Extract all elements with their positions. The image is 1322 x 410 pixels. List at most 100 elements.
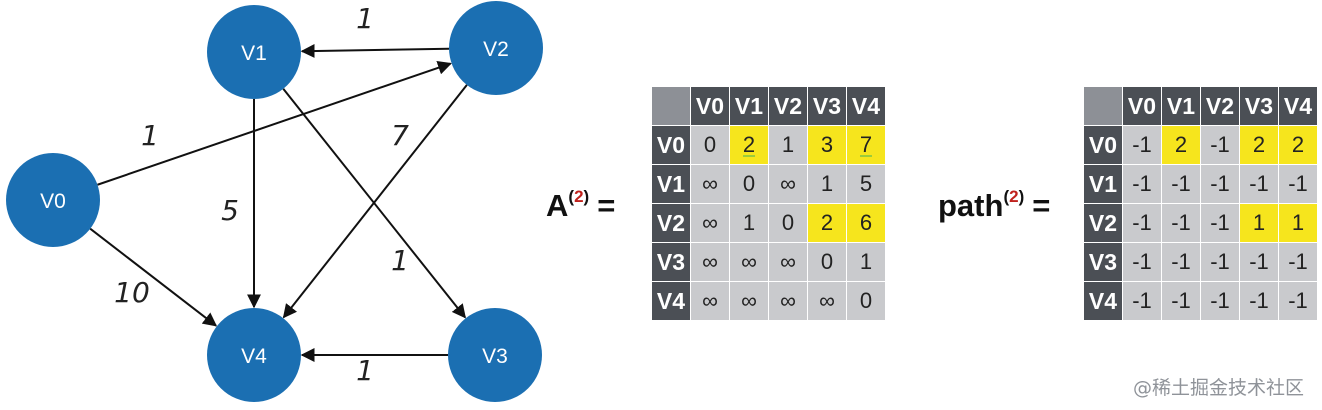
cell-value: -1 bbox=[1171, 288, 1191, 313]
table-cell: 0 bbox=[690, 125, 730, 165]
cell-value: -1 bbox=[1210, 249, 1230, 274]
table-cell: 0 bbox=[729, 164, 769, 204]
node-circle bbox=[448, 308, 542, 402]
column-header: V4 bbox=[846, 86, 886, 126]
cell-value: 3 bbox=[820, 132, 834, 157]
table-cell: 0 bbox=[846, 281, 886, 321]
cell-value: -1 bbox=[1171, 249, 1191, 274]
table-cell: -1 bbox=[1278, 164, 1318, 204]
table-cell: -1 bbox=[1239, 281, 1279, 321]
node-label: V3 bbox=[482, 345, 508, 368]
cell-value: ∞ bbox=[780, 249, 796, 274]
highlighted-cell: 2 bbox=[729, 125, 769, 165]
highlighted-cell: 6 bbox=[846, 203, 886, 243]
table-cell: -1 bbox=[1161, 164, 1201, 204]
cell-value: -1 bbox=[1210, 210, 1230, 235]
table-cell: -1 bbox=[1200, 242, 1240, 282]
table-cell: ∞ bbox=[690, 164, 730, 204]
edge-v0-v2 bbox=[97, 61, 452, 186]
table-cell: ∞ bbox=[768, 164, 808, 204]
edge-weight-v1-v4: 5 bbox=[221, 194, 239, 227]
table-cell: 0 bbox=[807, 242, 847, 282]
column-header: V1 bbox=[1161, 86, 1201, 126]
cell-value: -1 bbox=[1210, 288, 1230, 313]
cell-value: 2 bbox=[820, 210, 834, 235]
edge-v2-v4 bbox=[282, 84, 468, 319]
edge-weight-v1-v3: 1 bbox=[391, 244, 409, 277]
matrix-a-label: A(2)= bbox=[546, 187, 616, 223]
column-header: V0 bbox=[690, 86, 730, 126]
table-cell: ∞ bbox=[768, 242, 808, 282]
cell-value: 0 bbox=[781, 210, 795, 235]
cell-value: -1 bbox=[1288, 171, 1308, 196]
table-cell: -1 bbox=[1200, 281, 1240, 321]
cell-value: 2 bbox=[742, 132, 756, 157]
table-cell: -1 bbox=[1122, 281, 1162, 321]
highlighted-cell: 2 bbox=[1161, 125, 1201, 165]
table-cell: ∞ bbox=[690, 203, 730, 243]
table-cell: ∞ bbox=[729, 242, 769, 282]
corner-cell bbox=[651, 86, 691, 126]
node-v0: V0 bbox=[6, 153, 100, 247]
table-cell: -1 bbox=[1278, 242, 1318, 282]
cell-value: -1 bbox=[1132, 249, 1152, 274]
cell-value: -1 bbox=[1288, 288, 1308, 313]
cell-value: -1 bbox=[1249, 171, 1269, 196]
cell-value: ∞ bbox=[819, 288, 835, 313]
cell-value: -1 bbox=[1171, 210, 1191, 235]
cell-value: 1 bbox=[859, 249, 873, 274]
node-label: V4 bbox=[241, 345, 267, 368]
cell-value: ∞ bbox=[702, 288, 718, 313]
cell-value: 1 bbox=[1291, 210, 1305, 235]
edge-v1-v3 bbox=[282, 88, 466, 319]
row-header: V2 bbox=[1083, 203, 1123, 243]
cell-value: ∞ bbox=[780, 171, 796, 196]
cell-value: ∞ bbox=[741, 249, 757, 274]
table-cell: -1 bbox=[1200, 125, 1240, 165]
row-header: V2 bbox=[651, 203, 691, 243]
table-cell: -1 bbox=[1239, 164, 1279, 204]
edge-weight-v0-v4: 10 bbox=[114, 276, 150, 309]
cell-value: ∞ bbox=[780, 288, 796, 313]
cell-value: 2 bbox=[1291, 132, 1305, 157]
table-cell: ∞ bbox=[729, 281, 769, 321]
table-cell: 1 bbox=[846, 242, 886, 282]
cell-value: 0 bbox=[703, 132, 717, 157]
table-cell: -1 bbox=[1239, 242, 1279, 282]
node-label: V2 bbox=[483, 38, 509, 61]
cell-value: 0 bbox=[742, 171, 756, 196]
table-cell: 0 bbox=[768, 203, 808, 243]
cell-value: 6 bbox=[859, 210, 873, 235]
cell-value: ∞ bbox=[741, 288, 757, 313]
cell-value: 1 bbox=[781, 132, 795, 157]
edge-weight-v2-v4: 7 bbox=[391, 119, 409, 152]
cell-value: 1 bbox=[742, 210, 756, 235]
table-cell: ∞ bbox=[768, 281, 808, 321]
cell-value: 5 bbox=[859, 171, 873, 196]
cell-value: -1 bbox=[1210, 171, 1230, 196]
cell-value: 2 bbox=[1174, 132, 1188, 157]
table-cell: -1 bbox=[1122, 125, 1162, 165]
corner-cell bbox=[1083, 86, 1123, 126]
row-header: V0 bbox=[651, 125, 691, 165]
row-header: V3 bbox=[1083, 242, 1123, 282]
row-header: V0 bbox=[1083, 125, 1123, 165]
highlighted-cell: 1 bbox=[1278, 203, 1318, 243]
table-cell: ∞ bbox=[807, 281, 847, 321]
watermark: @稀土掘金技术社区 bbox=[1132, 377, 1304, 399]
node-v3: V3 bbox=[448, 308, 542, 402]
table-cell: 1 bbox=[807, 164, 847, 204]
table-cell: -1 bbox=[1161, 281, 1201, 321]
row-header: V4 bbox=[1083, 281, 1123, 321]
row-header: V1 bbox=[1083, 164, 1123, 204]
edge-v0-v4 bbox=[89, 227, 218, 327]
cell-value: 1 bbox=[820, 171, 834, 196]
node-v2: V2 bbox=[449, 1, 543, 95]
edge-v2-v1 bbox=[300, 43, 450, 58]
node-circle bbox=[6, 153, 100, 247]
